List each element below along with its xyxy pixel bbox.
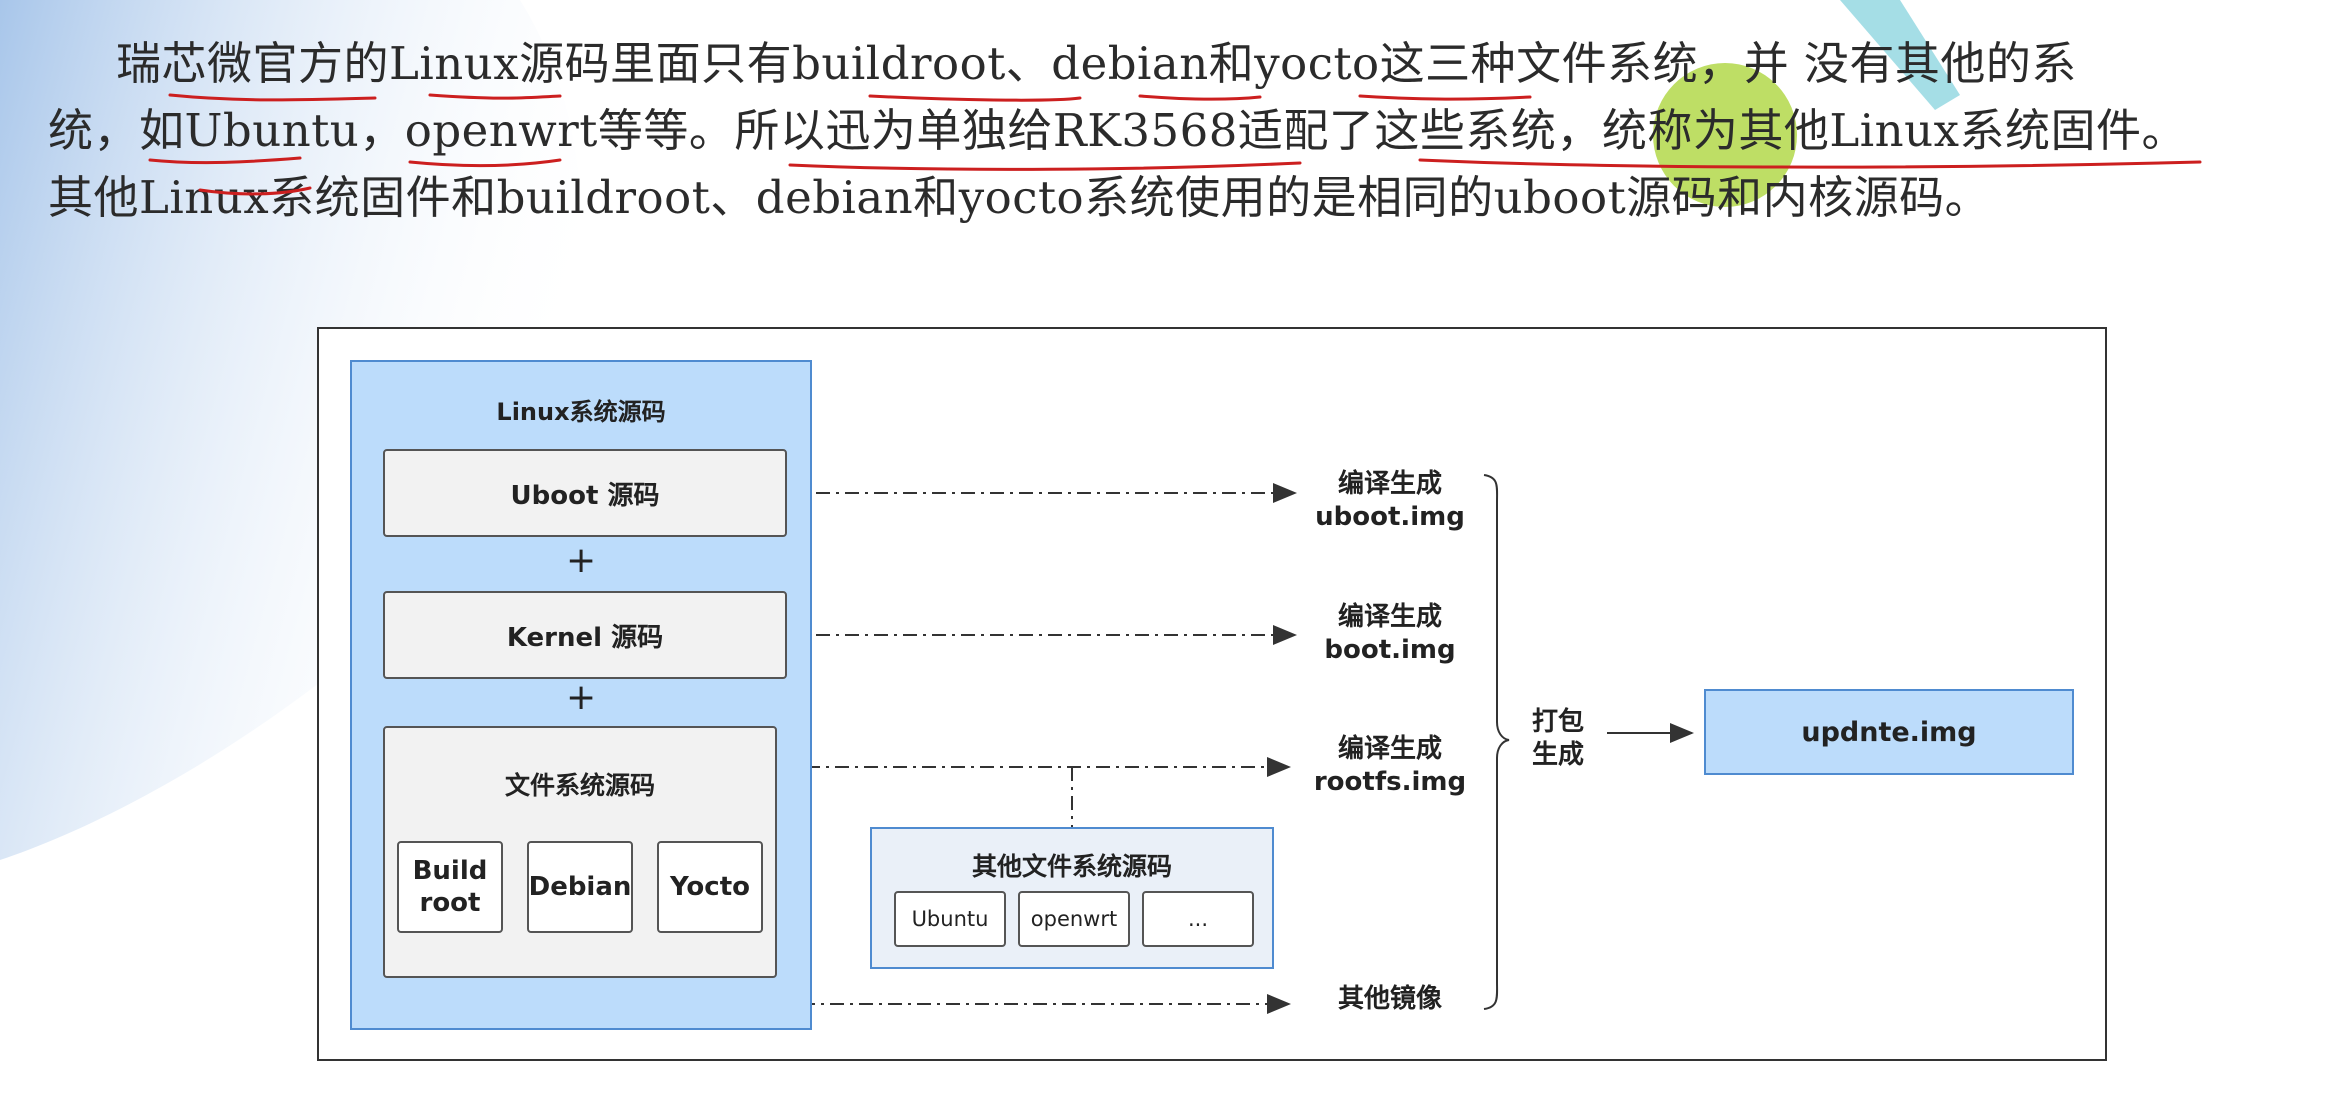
paragraph-line-3: 其他Linux系统固件和buildroot、debian和yocto系统使用的是… — [48, 171, 1991, 224]
final-update-image-box: updnte.img — [1704, 689, 2074, 775]
output-other-images: 其他镜像 — [1320, 983, 1460, 1016]
right-brace — [1483, 474, 1510, 1010]
paragraph-line-2: 统，如Ubuntu，openwrt等等。所以迅为单独给RK3568适配了这些系统… — [48, 104, 2188, 157]
intro-paragraph: 瑞芯微官方的Linux源码里面只有buildroot、debian和yocto这… — [48, 30, 2308, 231]
cyan-stripe — [1840, 0, 1960, 110]
output-rootfs-line1: 编译生成 — [1337, 734, 1442, 764]
output-rootfs-img: 编译生成 rootfs.img — [1300, 733, 1480, 799]
pack-generate-label: 打包 生成 — [1518, 706, 1598, 772]
output-boot-line2: boot.img — [1324, 635, 1456, 665]
output-uboot-line2: uboot.img — [1315, 502, 1465, 532]
pack-line2: 生成 — [1531, 740, 1584, 770]
blue-gradient-shape — [0, 0, 583, 860]
yocto-box: Yocto — [657, 841, 763, 933]
diagram-connectors — [772, 474, 1694, 1014]
kernel-source-label: Kernel 源码 — [506, 622, 664, 653]
output-boot-img: 编译生成 boot.img — [1300, 601, 1480, 667]
output-uboot-img: 编译生成 uboot.img — [1300, 468, 1480, 534]
output-uboot-line1: 编译生成 — [1337, 469, 1442, 499]
other-filesystem-source-label: 其他文件系统源码 — [971, 852, 1172, 881]
linux-system-source-label: Linux系统源码 — [496, 398, 666, 426]
openwrt-box: openwrt — [1018, 891, 1130, 947]
debian-label: Debian — [528, 872, 632, 902]
paragraph-line-1: 瑞芯微官方的Linux源码里面只有buildroot、debian和yocto这… — [116, 37, 2077, 90]
output-rootfs-line2: rootfs.img — [1313, 767, 1467, 797]
filesystem-source-label: 文件系统源码 — [504, 771, 655, 800]
openwrt-label: openwrt — [1030, 907, 1118, 931]
green-circle — [1653, 63, 1797, 207]
final-update-image-label: updnte.img — [1801, 716, 1977, 748]
yocto-label: Yocto — [669, 872, 750, 902]
pack-line1: 打包 — [1531, 707, 1584, 737]
buildroot-box: Build root — [397, 841, 503, 933]
more-systems-box: ... — [1142, 891, 1254, 947]
uboot-source-label: Uboot 源码 — [510, 480, 660, 511]
buildroot-label: Build root — [412, 856, 488, 918]
debian-box: Debian — [527, 841, 633, 933]
plus-sign: + — [566, 677, 597, 718]
ubuntu-label: Ubuntu — [911, 907, 989, 931]
output-other-line1: 其他镜像 — [1337, 984, 1442, 1014]
more-systems-label: ... — [1187, 907, 1209, 931]
ubuntu-box: Ubuntu — [894, 891, 1006, 947]
output-boot-line1: 编译生成 — [1337, 602, 1442, 632]
uboot-source-box: Uboot 源码 — [383, 449, 787, 537]
plus-sign: + — [566, 540, 597, 581]
kernel-source-box: Kernel 源码 — [383, 591, 787, 679]
